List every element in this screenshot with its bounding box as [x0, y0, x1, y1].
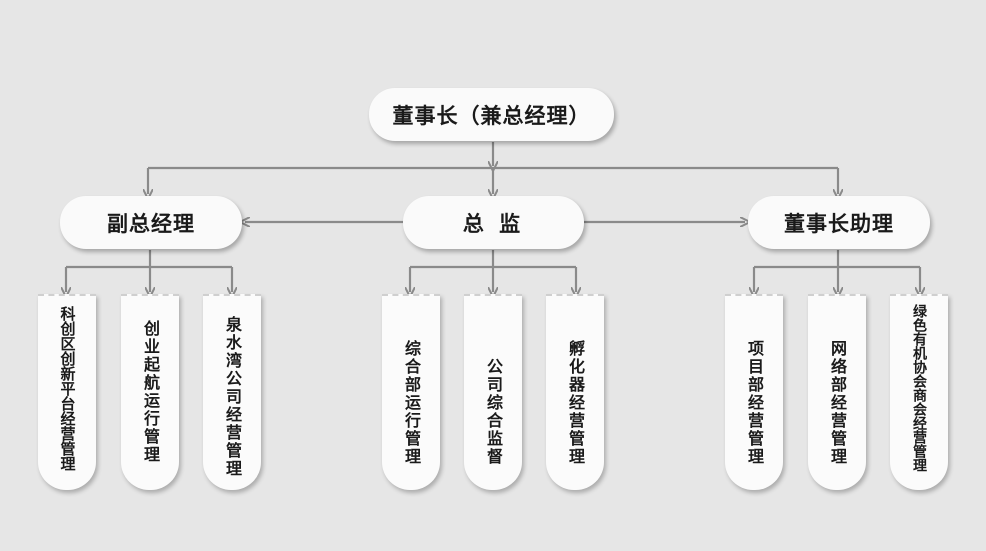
leaf-green-organic-association: 绿色有机协会商会经营管理 — [890, 294, 948, 490]
chairman-assistant-label: 董事长助理 — [784, 211, 894, 236]
leaf-network-dept: 网络部经营管理 — [808, 294, 866, 490]
vice-gm-label: 副总经理 — [107, 211, 195, 236]
leaf-company-supervision-label: 公司综合监督 — [484, 358, 503, 466]
leaf-project-dept: 项目部经营管理 — [725, 294, 783, 490]
director-node: 总 监 — [403, 196, 584, 249]
chairman-label: 董事长（兼总经理） — [392, 103, 591, 128]
leaf-innovation-platform-label: 科创区创新平台经营管理 — [58, 306, 77, 471]
vice-gm-node: 副总经理 — [60, 196, 242, 249]
chairman-assistant-node: 董事长助理 — [748, 196, 930, 249]
leaf-green-organic-association-label: 绿色有机协会商会经营管理 — [911, 304, 927, 472]
leaf-network-dept-label: 网络部经营管理 — [828, 340, 847, 466]
director-label: 总 监 — [462, 211, 525, 236]
leaf-company-supervision: 公司综合监督 — [464, 294, 522, 490]
leaf-incubator-label: 孵化器经营管理 — [566, 340, 585, 466]
chairman-node: 董事长（兼总经理） — [369, 88, 614, 141]
leaf-general-dept-label: 综合部运行管理 — [402, 340, 421, 466]
leaf-startup-operation-label: 创业起航运行管理 — [141, 320, 160, 464]
leaf-innovation-platform: 科创区创新平台经营管理 — [38, 294, 96, 490]
leaf-quanshuiwan-company-label: 泉水湾公司经营管理 — [223, 316, 242, 478]
leaf-incubator: 孵化器经营管理 — [546, 294, 604, 490]
leaf-quanshuiwan-company: 泉水湾公司经营管理 — [203, 294, 261, 490]
leaf-general-dept: 综合部运行管理 — [382, 294, 440, 490]
leaf-project-dept-label: 项目部经营管理 — [745, 340, 764, 466]
leaf-startup-operation: 创业起航运行管理 — [121, 294, 179, 490]
